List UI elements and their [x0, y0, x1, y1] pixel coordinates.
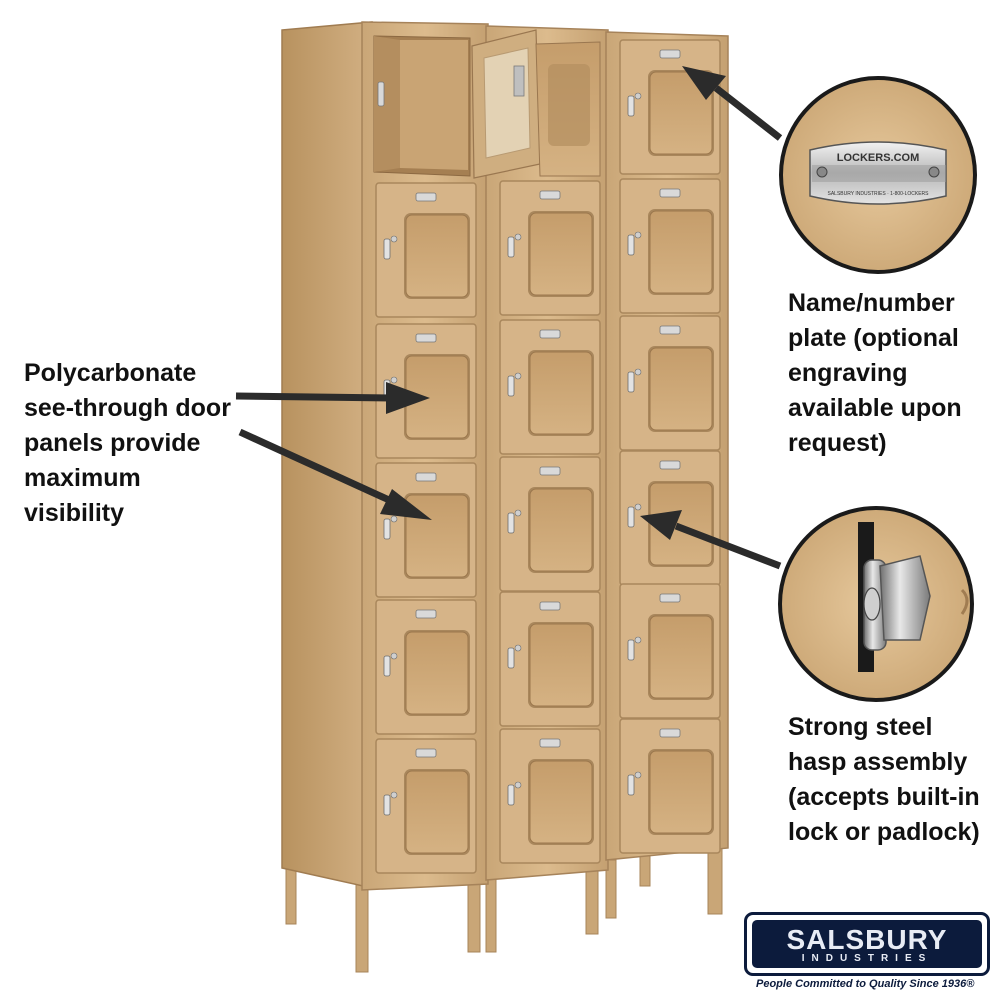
door-handle[interactable]	[507, 512, 515, 534]
number-plate	[659, 593, 681, 603]
locker-door[interactable]	[499, 728, 601, 864]
logo-frame: SALSBURY INDUSTRIES	[744, 912, 990, 976]
number-plate	[415, 472, 437, 482]
number-plate	[415, 748, 437, 758]
polycarbonate-window	[529, 623, 593, 707]
locker-door[interactable]	[375, 323, 477, 459]
locker-doors	[375, 39, 721, 874]
plate-main-text: LOCKERS.COM	[837, 152, 920, 164]
plate-screw-left	[816, 166, 828, 178]
door-handle[interactable]	[507, 647, 515, 669]
door-latch	[390, 515, 398, 523]
door-handle[interactable]	[627, 774, 635, 796]
polycarbonate-window	[529, 351, 593, 435]
hasp-detail-circle	[778, 506, 974, 702]
door-latch	[514, 509, 522, 517]
locker-door[interactable]	[375, 738, 477, 874]
number-plate	[659, 460, 681, 470]
callout-hasp-assembly: Strong steel hasp assembly (accepts buil…	[788, 713, 980, 846]
callout-name-plate: Name/number plate (optional engraving av…	[788, 289, 962, 457]
polycarbonate-window	[405, 214, 469, 298]
door-handle[interactable]	[627, 234, 635, 256]
door-latch	[390, 376, 398, 384]
callout-arrows	[235, 66, 783, 570]
door-latch	[390, 791, 398, 799]
door-latch	[634, 636, 642, 644]
plate-screw-right	[928, 166, 940, 178]
polycarbonate-window	[649, 71, 713, 155]
logo-brand-text: SALSBURY	[786, 924, 948, 955]
name-plate-detail-circle: LOCKERS.COM SALSBURY INDUSTRIES · 1-800-…	[779, 76, 977, 274]
number-plate	[659, 728, 681, 738]
polycarbonate-window	[529, 760, 593, 844]
polycarbonate-window	[649, 615, 713, 699]
open-door-column-2	[471, 29, 601, 179]
locker-door[interactable]	[499, 319, 601, 455]
door-latch	[634, 92, 642, 100]
number-plate	[539, 190, 561, 200]
logo-sub-text: INDUSTRIES	[801, 953, 933, 964]
door-latch	[514, 644, 522, 652]
number-plate	[539, 601, 561, 611]
door-handle[interactable]	[507, 236, 515, 258]
door-handle[interactable]	[383, 518, 391, 540]
polycarbonate-window	[405, 770, 469, 854]
door-handle[interactable]	[383, 655, 391, 677]
door-handle[interactable]	[627, 371, 635, 393]
door-handle[interactable]	[627, 639, 635, 661]
open-compartment-column-1	[373, 35, 471, 177]
door-handle[interactable]	[627, 95, 635, 117]
polycarbonate-window	[405, 631, 469, 715]
logo-tagline: People Committed to Quality Since 1936®	[756, 978, 975, 990]
locker-door[interactable]	[499, 456, 601, 592]
number-plate	[415, 333, 437, 343]
door-handle[interactable]	[383, 794, 391, 816]
locker-door[interactable]	[499, 180, 601, 316]
number-plate	[659, 49, 681, 59]
number-plate	[415, 609, 437, 619]
polycarbonate-window	[649, 750, 713, 834]
locker-door[interactable]	[499, 591, 601, 727]
locker-door[interactable]	[619, 583, 721, 719]
locker-door[interactable]	[375, 462, 477, 598]
door-handle[interactable]	[507, 784, 515, 806]
door-latch	[390, 652, 398, 660]
polycarbonate-window	[649, 347, 713, 431]
door-latch	[634, 231, 642, 239]
door-latch	[390, 235, 398, 243]
locker-door[interactable]	[375, 182, 477, 318]
door-latch	[634, 503, 642, 511]
door-latch	[514, 233, 522, 241]
polycarbonate-window	[529, 212, 593, 296]
number-plate	[539, 466, 561, 476]
locker-door[interactable]	[619, 718, 721, 854]
door-handle[interactable]	[627, 506, 635, 528]
number-plate	[415, 192, 437, 202]
polycarbonate-window	[529, 488, 593, 572]
door-latch	[514, 372, 522, 380]
door-latch	[514, 781, 522, 789]
number-plate	[539, 738, 561, 748]
locker-legs	[285, 839, 723, 973]
door-handle[interactable]	[507, 375, 515, 397]
logo-badge: SALSBURY INDUSTRIES	[752, 920, 982, 968]
polycarbonate-window	[649, 210, 713, 294]
salsbury-logo: SALSBURY INDUSTRIES	[744, 912, 990, 976]
number-plate	[659, 188, 681, 198]
locker-door[interactable]	[619, 39, 721, 175]
number-plate	[539, 329, 561, 339]
locker-door[interactable]	[375, 599, 477, 735]
callout-door-panels: Polycarbonate see-through door panels pr…	[24, 359, 231, 527]
locker-door[interactable]	[619, 315, 721, 451]
locker-door[interactable]	[619, 178, 721, 314]
door-latch	[634, 771, 642, 779]
door-handle[interactable]	[383, 238, 391, 260]
hasp-plate	[879, 555, 931, 641]
door-latch	[634, 368, 642, 376]
number-plate	[659, 325, 681, 335]
plate-sub-text: SALSBURY INDUSTRIES · 1-800-LOCKERS	[828, 191, 930, 197]
